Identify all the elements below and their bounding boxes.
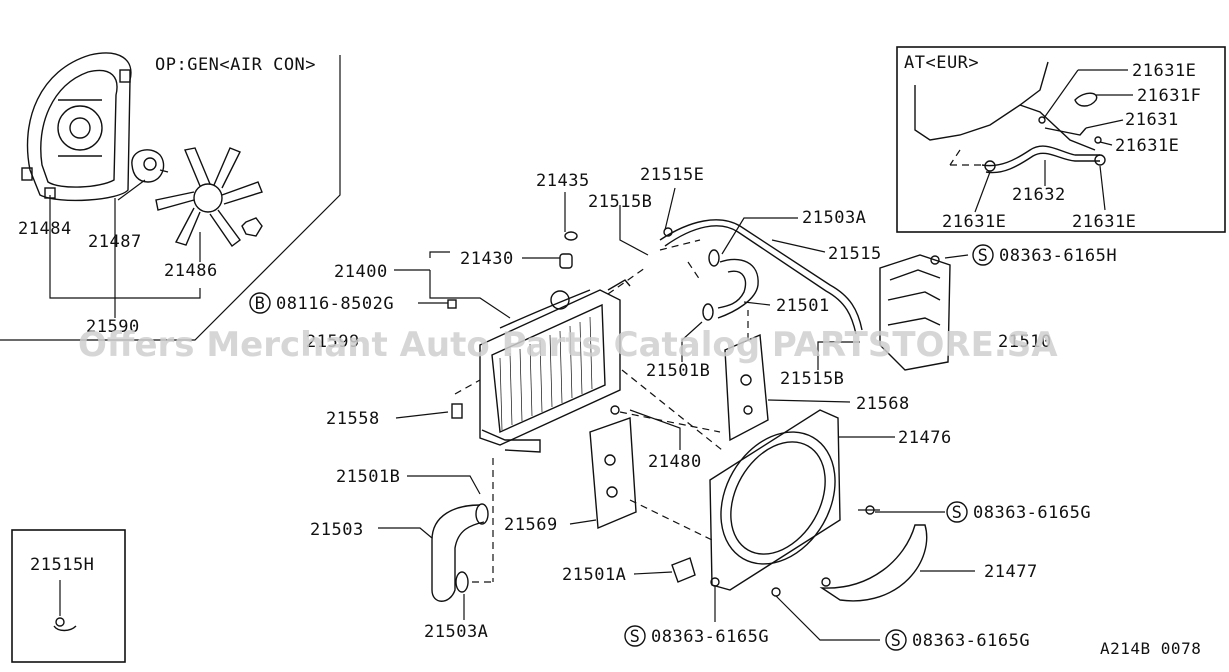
bolt-label-08363G-right[interactable]: 08363-6165G: [973, 503, 1091, 523]
watermark: Offers Merchant Auto Parts Catalog PARTS…: [78, 325, 1058, 365]
part-label-21510[interactable]: 21510: [998, 332, 1052, 352]
bolt-s-symbol: S: [891, 631, 902, 651]
part-label-21430[interactable]: 21430: [460, 249, 514, 269]
part-label-21632[interactable]: 21632: [1012, 185, 1066, 205]
part-label-21568[interactable]: 21568: [856, 394, 910, 414]
part-label-21515[interactable]: 21515: [828, 244, 882, 264]
fan-shroud-21484-drawing: [21, 52, 132, 202]
part-label-21501[interactable]: 21501: [776, 296, 830, 316]
main-leader-lines: [378, 187, 975, 641]
part-label-21631E-3[interactable]: 21631E: [942, 212, 1006, 232]
bolt-label-08363G-bottom-right[interactable]: 08363-6165G: [912, 631, 1030, 651]
bolt-s-symbol: S: [952, 503, 963, 523]
part-label-21503A[interactable]: 21503A: [802, 208, 866, 228]
assembly-dashed-lines: [454, 239, 749, 583]
part-label-21501A[interactable]: 21501A: [562, 565, 626, 585]
part-label-21631E-4[interactable]: 21631E: [1072, 212, 1136, 232]
bolt-label-08116[interactable]: 08116-8502G: [276, 294, 394, 314]
part-label-21477[interactable]: 21477: [984, 562, 1038, 582]
shroud-bracket-21569-drawing: [589, 417, 637, 530]
part-label-21515E[interactable]: 21515E: [640, 165, 704, 185]
part-label-21515H[interactable]: 21515H: [30, 555, 94, 575]
part-label-21631E-1[interactable]: 21631E: [1132, 61, 1196, 81]
part-label-21400[interactable]: 21400: [334, 262, 388, 282]
drawing-code: A214B 0078: [1100, 639, 1201, 658]
part-label-21631F[interactable]: 21631F: [1137, 86, 1201, 106]
part-label-21599[interactable]: 21599: [306, 332, 360, 352]
part-label-21501B-upper[interactable]: 21501B: [646, 361, 710, 381]
part-label-21590[interactable]: 21590: [86, 317, 140, 337]
bolt-label-08363G-bottom[interactable]: 08363-6165G: [651, 627, 769, 647]
option-note: OP:GEN<AIR CON>: [155, 55, 316, 75]
part-label-21515B-lower[interactable]: 21515B: [780, 369, 844, 389]
part-label-21558[interactable]: 21558: [326, 409, 380, 429]
inset-title: AT<EUR>: [904, 53, 979, 73]
small-parts: [53, 299, 875, 632]
lower-hose-21503-drawing: [431, 503, 489, 602]
radiator-21400-drawing: [479, 279, 631, 453]
lower-shroud-21477-drawing: [819, 524, 928, 602]
bolt-b-symbol: B: [255, 294, 266, 314]
part-label-21569[interactable]: 21569: [504, 515, 558, 535]
part-label-21486[interactable]: 21486: [164, 261, 218, 281]
part-label-21480[interactable]: 21480: [648, 452, 702, 472]
part-label-21484[interactable]: 21484: [18, 219, 72, 239]
bolt-symbols: [249, 244, 994, 651]
part-label-21501B-left[interactable]: 21501B: [336, 467, 400, 487]
part-label-21435[interactable]: 21435: [536, 171, 590, 191]
upper-hose-21501-drawing: [702, 249, 759, 321]
fan-shroud-21476-drawing: [709, 409, 841, 591]
fan-group-leaders: [0, 55, 341, 341]
bolt-s-symbol: S: [630, 627, 641, 647]
part-label-21487[interactable]: 21487: [88, 232, 142, 252]
fan-coupling-21487-drawing: [131, 149, 169, 183]
overflow-hose-21515-drawing: [659, 219, 863, 335]
reservoir-tank-21510-drawing: [879, 254, 951, 371]
part-label-21503A-lower[interactable]: 21503A: [424, 622, 488, 642]
fan-blade-21486-drawing: [155, 147, 263, 247]
part-label-21476[interactable]: 21476: [898, 428, 952, 448]
inset-at-eur: [896, 46, 1226, 233]
part-label-21515B[interactable]: 21515B: [588, 192, 652, 212]
part-label-21631[interactable]: 21631: [1125, 110, 1179, 130]
inset-21515h: [11, 529, 126, 663]
radiator-cap-21430-drawing: [559, 231, 578, 269]
part-label-21503[interactable]: 21503: [310, 520, 364, 540]
bolt-label-08363H[interactable]: 08363-6165H: [999, 246, 1117, 266]
bolt-s-symbol: S: [978, 246, 989, 266]
part-label-21631E-2[interactable]: 21631E: [1115, 136, 1179, 156]
